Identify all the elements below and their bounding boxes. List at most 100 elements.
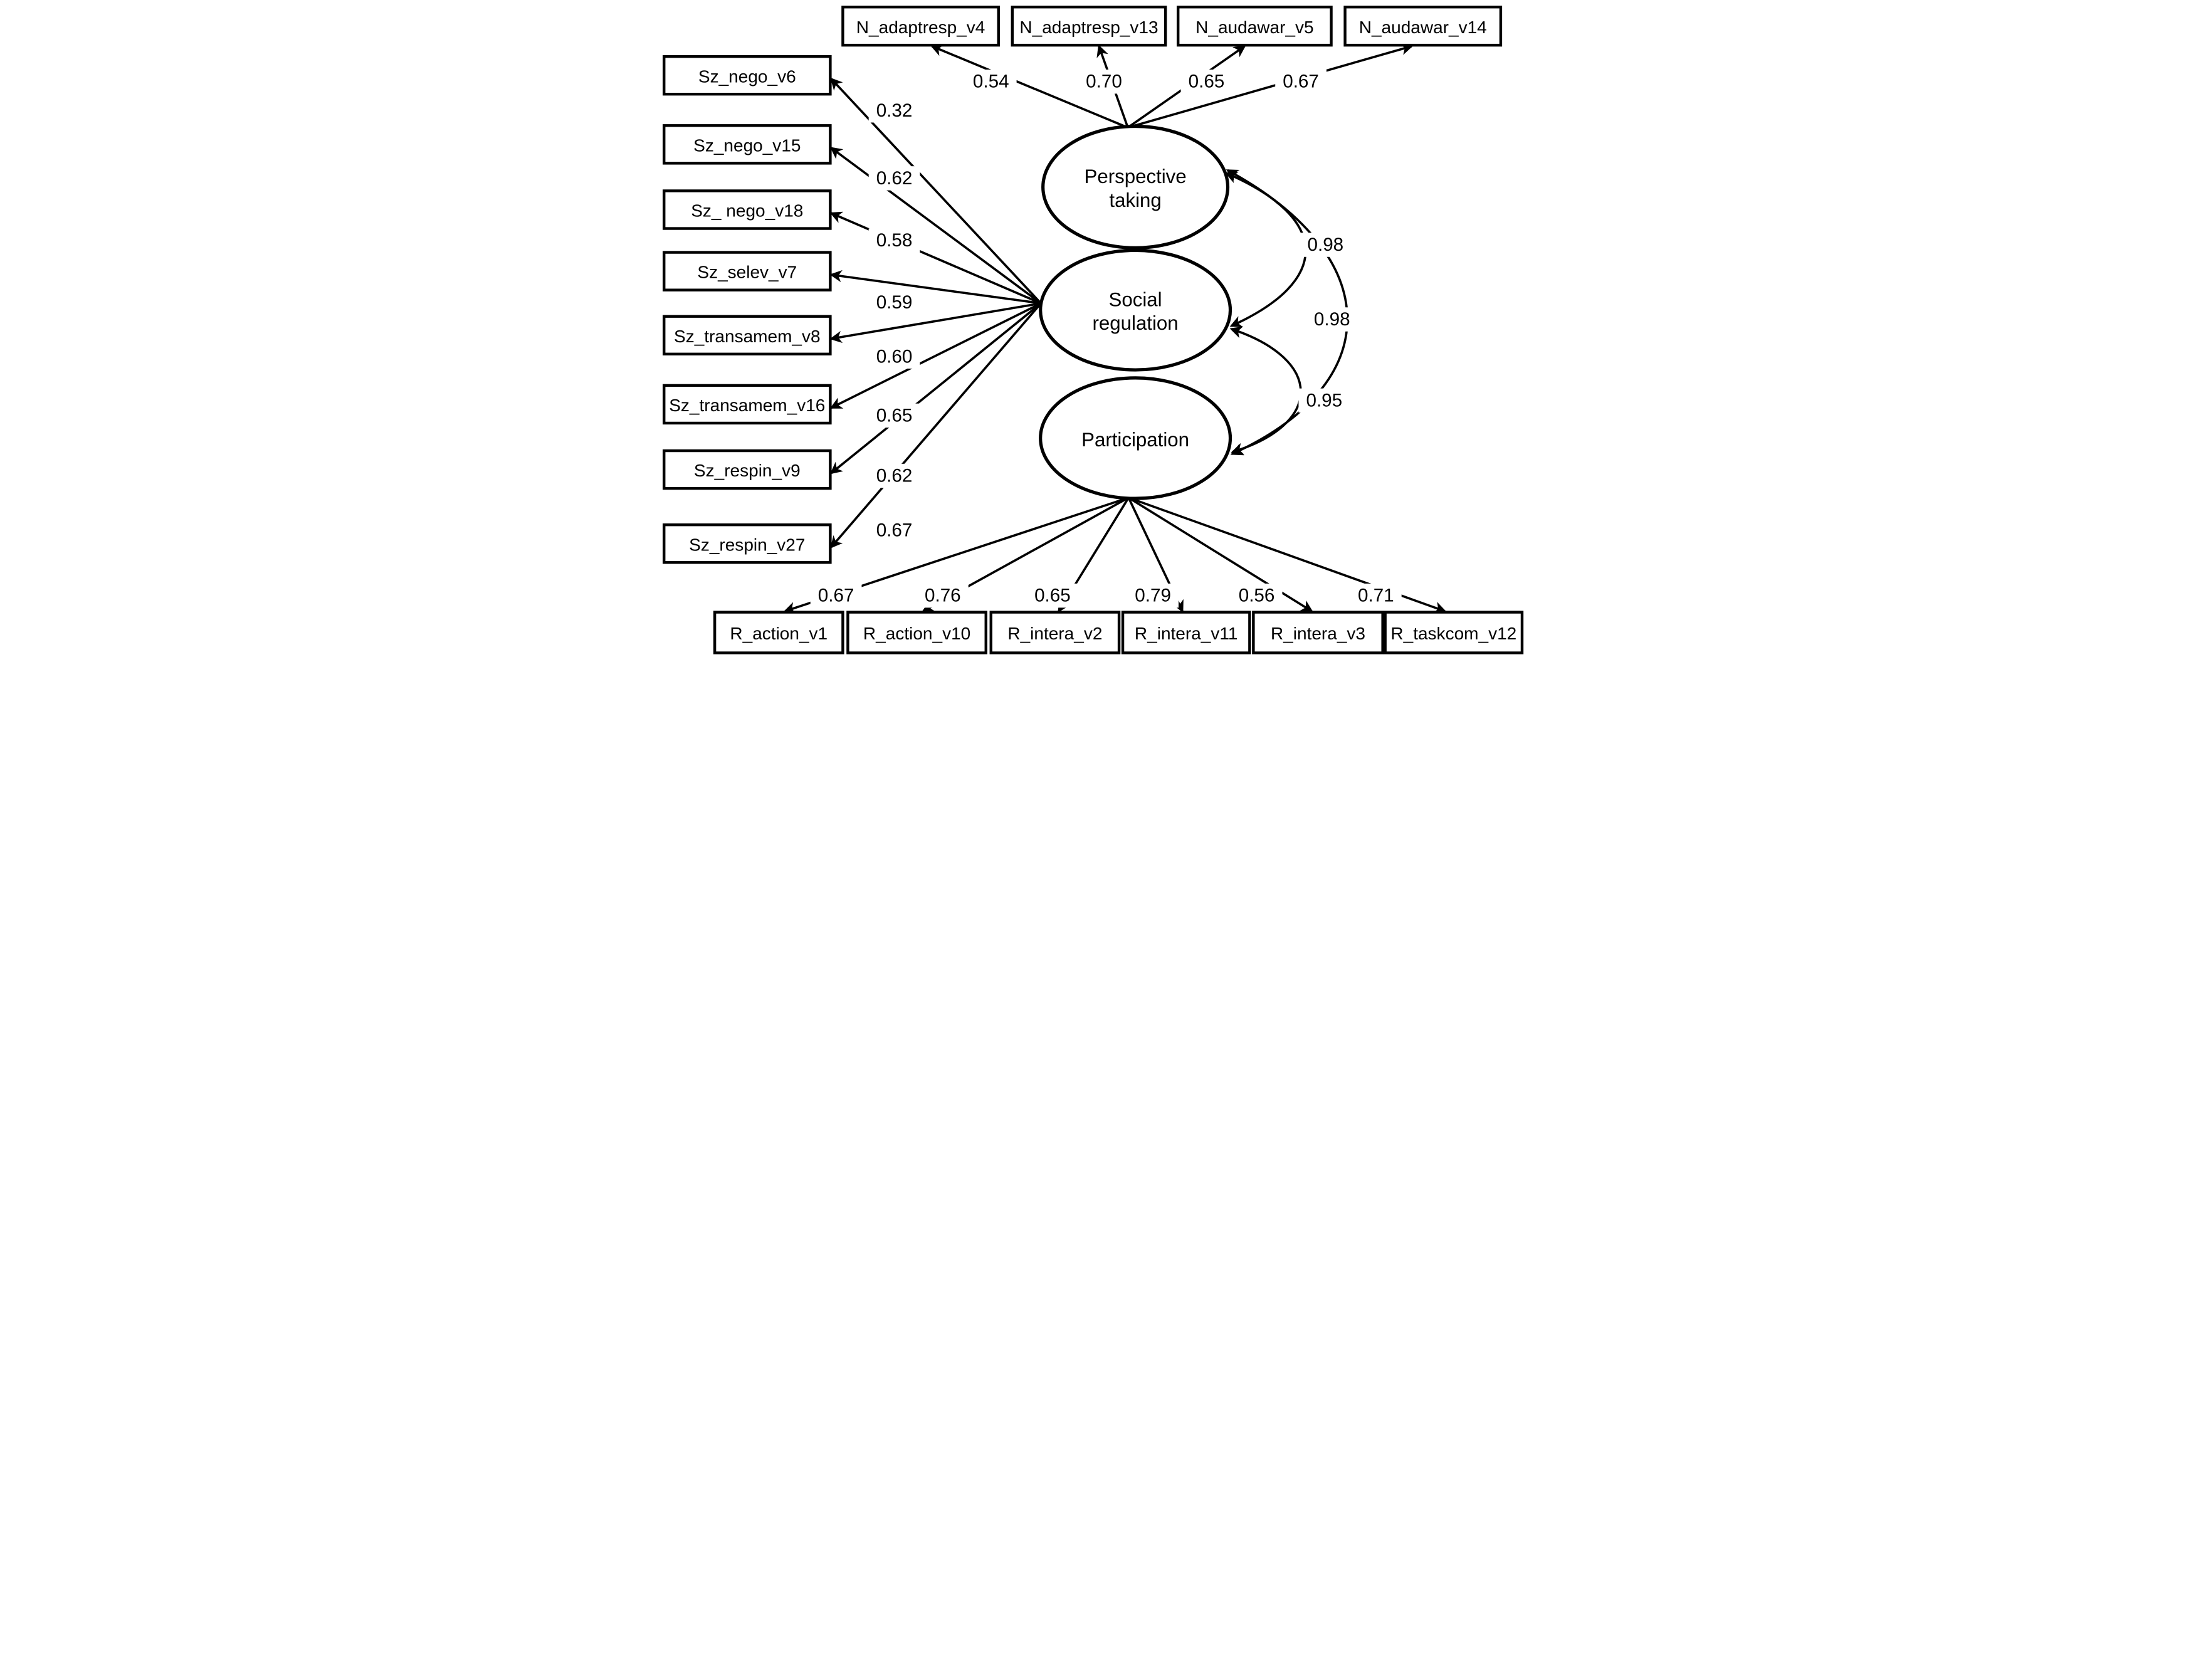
indicator-box-sz-nego-v15: Sz_nego_v15 [662, 124, 832, 165]
label-value: 0.32 [876, 100, 912, 121]
indicator-box-sz-transamem-v16: Sz_transamem_v16 [662, 384, 832, 425]
loading-value-n-adaptresp-v4: 0.54 [965, 69, 1017, 94]
indicator-label: Sz_ nego_v18 [691, 201, 803, 221]
label-value: 0.98 [1313, 309, 1350, 330]
indicator-label: R_intera_v2 [1007, 624, 1102, 643]
label-value: 0.67 [817, 585, 854, 606]
indicator-box-sz-selev-v7: Sz_selev_v7 [662, 251, 832, 291]
label-value: 0.59 [876, 292, 912, 313]
loading-arrow-sz-transamem-v8 [829, 302, 1041, 344]
indicator-box-sz-respin-v9: Sz_respin_v9 [662, 449, 832, 490]
loading-arrow-sz-selev-v7 [829, 270, 1041, 305]
indicator-box-r-action-v1: R_action_v1 [713, 611, 844, 654]
indicator-box-r-taskcom-v12: R_taskcom_v12 [1383, 611, 1523, 654]
indicator-rect [662, 189, 832, 230]
covariance-value-perspective-taking--social-regulation: 0.98 [1299, 233, 1351, 257]
indicator-rect [1011, 6, 1167, 47]
loading-value-sz-nego-v6: 0.32 [868, 98, 920, 123]
indicator-label: R_intera_v11 [1134, 624, 1237, 643]
loading-arrow-sz-transamem-v16 [829, 302, 1041, 409]
label-mask [1306, 307, 1358, 332]
covariance-value-social-regulation--participation: 0.95 [1298, 388, 1350, 413]
latent-label: Participation [1081, 429, 1189, 451]
indicator-rect [1176, 6, 1333, 47]
label-mask [868, 228, 920, 253]
loading-value-r-intera-v2: 0.65 [1026, 583, 1078, 608]
covariance-value-perspective-taking--participation: 0.98 [1306, 307, 1358, 332]
indicator-label: N_audawar_v14 [1358, 18, 1486, 37]
label-value: 0.70 [1086, 71, 1122, 92]
label-value: 0.60 [876, 346, 912, 367]
indicator-box-r-intera-v3: R_intera_v3 [1251, 611, 1384, 654]
indicator-rect [1343, 6, 1502, 47]
label-mask [1299, 233, 1351, 257]
label-value: 0.54 [972, 71, 1009, 92]
label-value: 0.67 [1283, 71, 1319, 92]
loading-value-n-adaptresp-v13: 0.70 [1078, 69, 1130, 94]
loading-arrow-sz-respin-v27 [829, 302, 1042, 549]
label-mask [868, 166, 920, 191]
loading-value-r-intera-v11: 0.79 [1127, 583, 1179, 608]
label-value: 0.65 [876, 405, 912, 426]
indicator-rect [662, 55, 832, 96]
indicator-rect [662, 315, 832, 356]
indicator-label: N_audawar_v5 [1195, 18, 1313, 37]
label-mask [1026, 583, 1078, 608]
indicator-rect [662, 124, 832, 165]
covariance-arc-perspective-taking--social-regulation [1224, 172, 1307, 327]
indicator-label: Sz_nego_v6 [698, 66, 796, 86]
label-mask [868, 463, 920, 488]
indicator-box-r-intera-v11: R_intera_v11 [1121, 611, 1251, 654]
label-mask [868, 344, 920, 369]
label-value: 0.58 [876, 230, 912, 251]
indicator-rect [846, 611, 987, 654]
loading-value-r-taskcom-v12: 0.71 [1350, 583, 1402, 608]
indicator-rect [1251, 611, 1384, 654]
indicator-label: N_adaptresp_v4 [856, 18, 985, 37]
indicator-label: Sz_respin_v27 [689, 535, 805, 554]
loading-value-sz-nego-v18: 0.58 [868, 228, 920, 253]
label-mask [917, 583, 969, 608]
indicator-box-n-adaptresp-v4: N_adaptresp_v4 [841, 6, 1000, 47]
loading-value-sz-transamem-v8: 0.60 [868, 344, 920, 369]
indicator-label: R_action_v10 [863, 624, 970, 643]
indicator-box-r-intera-v2: R_intera_v2 [989, 611, 1120, 654]
label-mask [868, 518, 920, 543]
indicator-box-sz-respin-v27: Sz_respin_v27 [662, 523, 832, 564]
label-mask [1298, 388, 1350, 413]
indicator-box-n-audawar-v14: N_audawar_v14 [1343, 6, 1502, 47]
loading-value-sz-respin-v9: 0.62 [868, 463, 920, 488]
label-value: 0.65 [1188, 71, 1224, 92]
label-mask [1180, 69, 1232, 94]
covariance-arc-social-regulation--participation [1229, 326, 1302, 455]
loading-value-n-audawar-v14: 0.67 [1274, 69, 1327, 94]
loading-arrow-sz-nego-v6 [829, 77, 1042, 305]
indicator-rect [713, 611, 844, 654]
label-value: 0.76 [925, 585, 961, 606]
loading-value-r-intera-v3: 0.56 [1231, 583, 1282, 608]
indicator-label: R_intera_v3 [1270, 624, 1365, 643]
indicator-label: Sz_respin_v9 [693, 461, 800, 480]
label-mask [1231, 583, 1282, 608]
label-mask [868, 403, 920, 428]
latent-participation: Participation [1038, 376, 1232, 500]
loading-value-sz-respin-v27: 0.67 [868, 518, 920, 543]
indicator-label: R_taskcom_v12 [1390, 624, 1516, 643]
value-labels: 0.54 0.70 0.65 0.67 0.32 0.62 0.58 0.59 0.60 0.65… [810, 69, 1402, 608]
loading-value-n-audawar-v5: 0.65 [1180, 69, 1232, 94]
label-value: 0.65 [1034, 585, 1071, 606]
label-value: 0.71 [1358, 585, 1394, 606]
indicator-rect [662, 251, 832, 291]
label-mask [1127, 583, 1179, 608]
indicator-rect [1383, 611, 1523, 654]
label-mask [868, 98, 920, 123]
indicator-label: Sz_transamem_v16 [669, 396, 825, 415]
label-value: 0.98 [1307, 234, 1343, 255]
